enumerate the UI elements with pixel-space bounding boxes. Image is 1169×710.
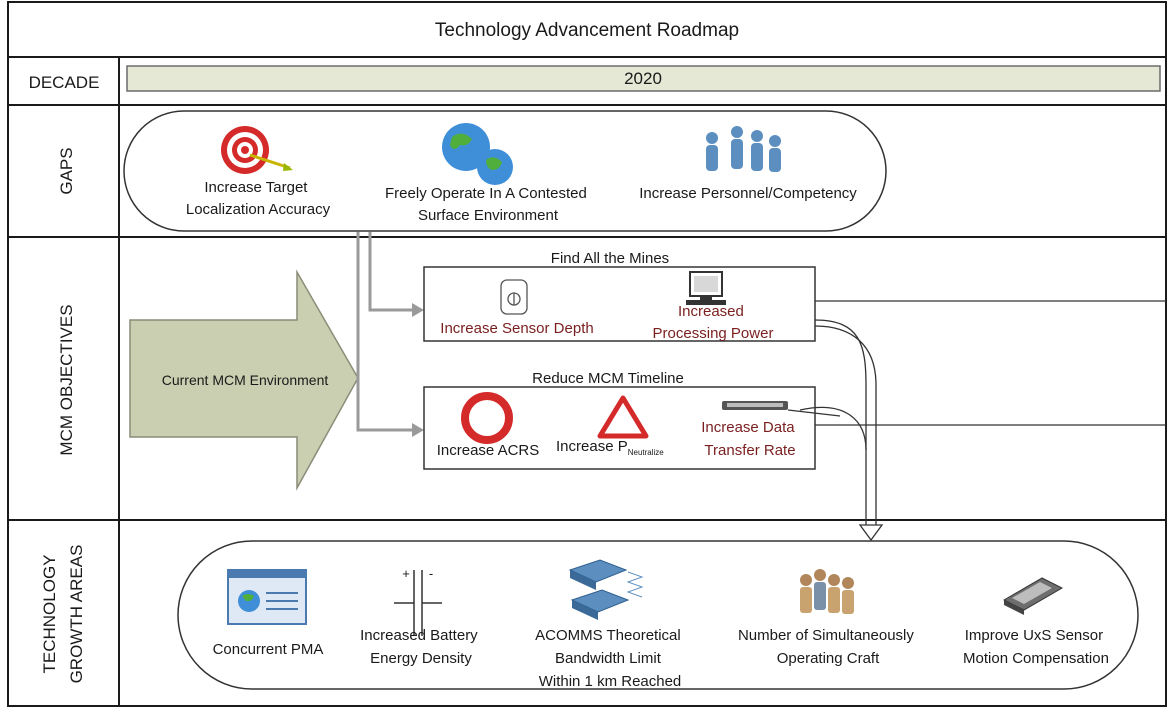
- objectives-right-connectors: [787, 300, 1166, 426]
- gap-globe-label: Freely Operate In A Contested Surface En…: [385, 185, 591, 224]
- data-transfer-label: Increase Data Transfer Rate: [701, 419, 799, 459]
- target-icon: [221, 126, 293, 174]
- find-mines-box: [423, 266, 816, 342]
- sensor-device-icon: [1002, 577, 1064, 615]
- decade-value: 2020: [624, 69, 662, 88]
- gap-to-objectives-connector: [356, 232, 412, 432]
- find-mines-title: Find All the Mines: [551, 250, 669, 267]
- decade-label: DECADE: [29, 73, 100, 92]
- sensor-depth-label: Increase Sensor Depth: [440, 320, 593, 337]
- down-flow-connector: [799, 319, 877, 525]
- acomms-label: ACOMMS Theoretical Bandwidth Limit Withi…: [535, 627, 685, 690]
- gaps-row-label: GAPS: [57, 147, 76, 194]
- objectives-row-label: MCM OBJECTIVES: [57, 304, 76, 455]
- connector-arrowhead-find: [412, 303, 424, 317]
- computer-icon: [686, 271, 726, 305]
- sensor-depth-icon: [500, 279, 528, 315]
- pma-label: Concurrent PMA: [213, 641, 324, 658]
- growth-capsule: [177, 540, 1139, 690]
- roadmap-title: Technology Advancement Roadmap: [435, 20, 739, 41]
- pma-window-icon: [227, 569, 307, 625]
- down-flow-arrowhead: [858, 524, 884, 542]
- battery-minus: -: [429, 566, 433, 581]
- current-environment-label: Current MCM Environment: [162, 372, 329, 388]
- connector-arrowhead-reduce: [412, 423, 424, 437]
- acrs-label: Increase ACRS: [437, 442, 540, 459]
- data-transfer-icon: [722, 401, 788, 410]
- sensor-device-label: Improve UxS Sensor Motion Compensation: [963, 627, 1109, 667]
- current-environment-arrow: [129, 269, 359, 491]
- gap-personnel-label: Increase Personnel/Competency: [639, 185, 857, 202]
- decade-bar: [126, 65, 1161, 92]
- reduce-timeline-title: Reduce MCM Timeline: [532, 370, 684, 387]
- neutralize-label: Increase PNeutralize: [556, 438, 664, 457]
- battery-icon: [394, 570, 442, 636]
- growth-row-label-line1: TECHNOLOGY: [40, 554, 59, 673]
- grid-frame: [7, 1, 1167, 707]
- circle-icon: [461, 392, 513, 444]
- triangle-icon: [597, 395, 649, 439]
- craft-label: Number of Simultaneously Operating Craft: [738, 627, 918, 667]
- battery-label: Increased Battery Energy Density: [360, 627, 482, 667]
- battery-plus: +: [402, 566, 410, 581]
- processing-power-label: Increased Processing Power: [653, 303, 774, 342]
- personnel-icon: [706, 126, 781, 172]
- acomms-icon: [568, 559, 644, 620]
- globe-icon: [442, 123, 513, 185]
- growth-row-label-line2: GROWTH AREAS: [67, 545, 86, 684]
- gap-target-label: Increase Target Localization Accuracy: [186, 179, 331, 218]
- craft-group-icon: [800, 569, 854, 614]
